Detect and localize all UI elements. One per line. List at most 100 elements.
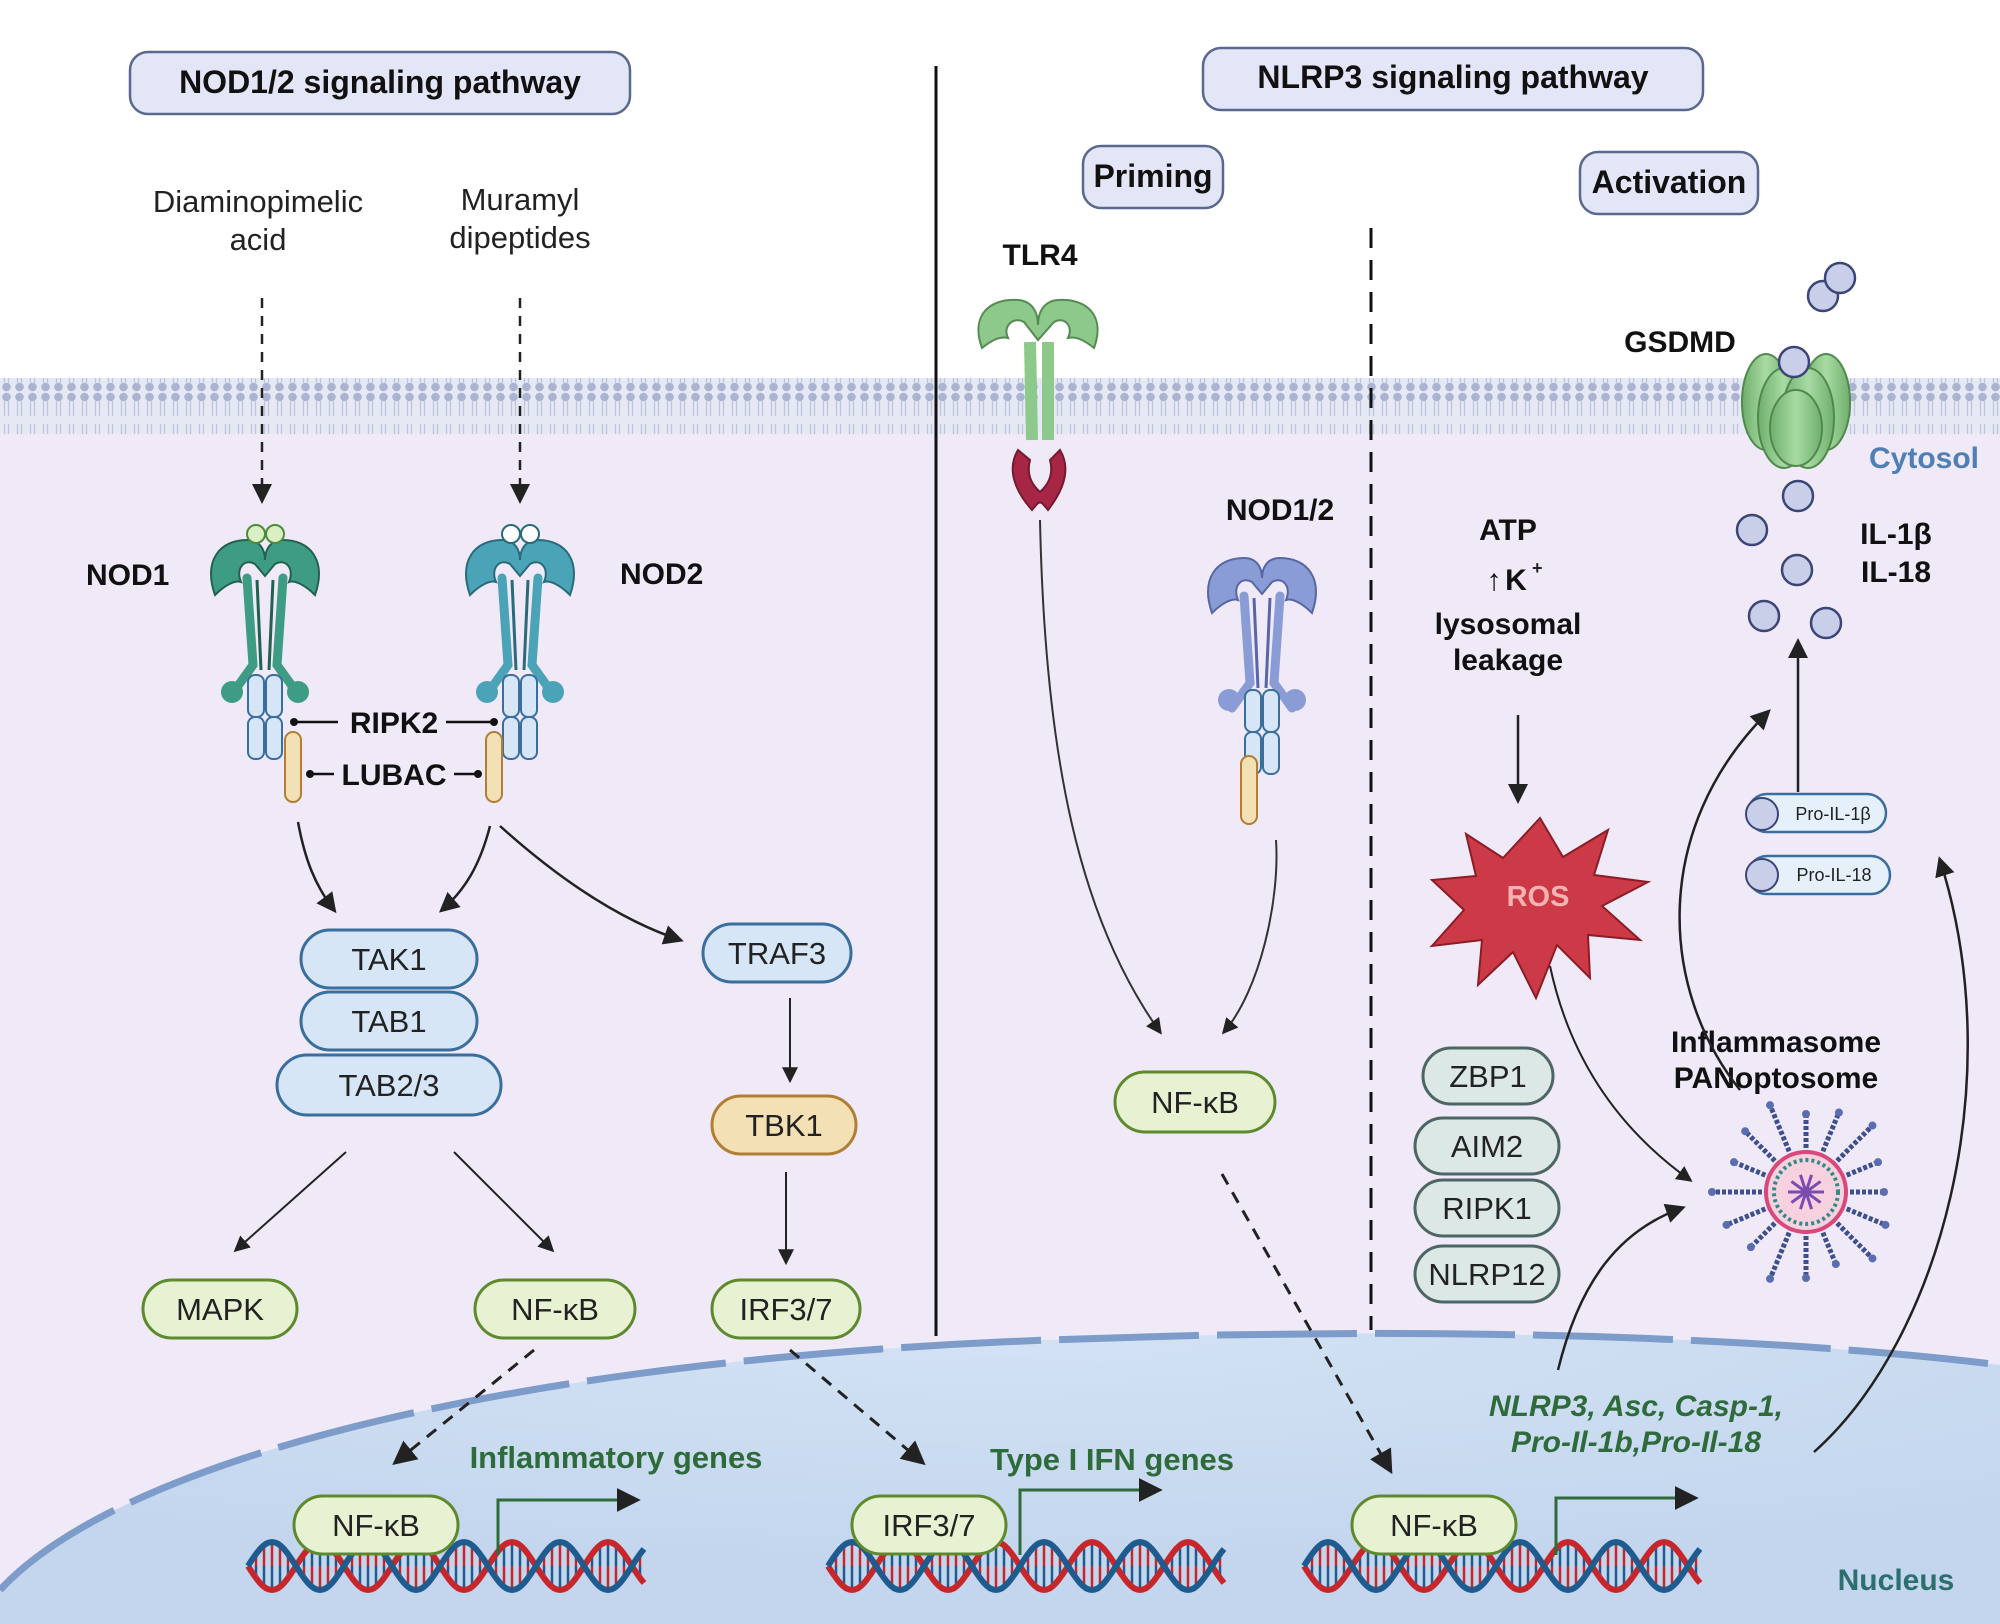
arrow-tlr4-nfkb (1039, 519, 1162, 1035)
aim2-node: AIM2 (1413, 1116, 1561, 1176)
svg-text:IRF3/7: IRF3/7 (882, 1508, 975, 1543)
arrow-tak-nfkb (453, 1151, 555, 1253)
irf37-tf-node: IRF3/7 (850, 1494, 1008, 1556)
svg-text:NF-κB: NF-κB (1151, 1085, 1239, 1120)
header-nod-pathway: NOD1/2 signaling pathway (128, 50, 632, 116)
svg-text:NLRP12: NLRP12 (1428, 1257, 1545, 1292)
tak1-node: TAK1 (299, 928, 479, 990)
tab23-node: TAB2/3 (275, 1053, 503, 1117)
svg-text:NF-κB: NF-κB (332, 1508, 420, 1543)
ros-burst: ROS (1429, 816, 1652, 1001)
svg-text:TRAF3: TRAF3 (728, 936, 826, 971)
irf37-node: IRF3/7 (710, 1278, 862, 1340)
arrow-nod2-traf3 (499, 825, 684, 945)
ligand-dap-2: acid (230, 222, 287, 257)
svg-text:NF-κB: NF-κB (1390, 1508, 1478, 1543)
svg-text:IRF3/7: IRF3/7 (739, 1292, 832, 1327)
stimulus-atp: ATP (1479, 514, 1537, 547)
nod12-label: NOD1/2 (1226, 494, 1334, 527)
arrow-nfkb-nucleus (392, 1348, 535, 1466)
nlrp3-genes-line1: NLRP3, Asc, Casp-1, (1489, 1390, 1783, 1423)
svg-text:TBK1: TBK1 (745, 1108, 823, 1143)
svg-text:↑: ↑ (1487, 564, 1502, 597)
nod2-label: NOD2 (620, 558, 703, 591)
pro-il1b-node: Pro-IL-1β (1745, 792, 1888, 834)
svg-text:AIM2: AIM2 (1451, 1129, 1523, 1164)
header-priming: Priming (1081, 144, 1225, 210)
inflammasome-icon (1708, 1101, 1890, 1283)
arrow-nod12-nfkb (1221, 839, 1278, 1035)
tlr4-receptor-icon (977, 298, 1099, 512)
header-activation: Activation (1578, 150, 1760, 216)
nfkb-mid-node: NF-κB (1113, 1070, 1277, 1134)
inflammasome-label: Inflammasome (1671, 1026, 1881, 1059)
arrow-nod1-tak1 (296, 821, 337, 914)
zbp1-node: ZBP1 (1421, 1046, 1555, 1106)
arrow-tak-mapk (233, 1151, 347, 1253)
lubac-connector (306, 770, 482, 778)
svg-text:ROS: ROS (1507, 881, 1570, 913)
svg-text:NOD1/2 signaling pathway: NOD1/2 signaling pathway (179, 64, 581, 100)
svg-text:TAB1: TAB1 (351, 1004, 426, 1039)
arrow-inflammasome-cytokines (1678, 709, 1771, 1091)
tab1-node: TAB1 (299, 990, 479, 1052)
svg-text:Priming: Priming (1093, 158, 1212, 194)
panoptosome-label: PANoptosome (1674, 1062, 1878, 1095)
header-nlrp3-pathway: NLRP3 signaling pathway (1201, 46, 1705, 112)
arrow-nfkb-mid-nucleus (1220, 1173, 1393, 1475)
type-i-ifn-genes-label: Type I IFN genes (990, 1442, 1234, 1477)
nfkb-tf-node-2: NF-κB (1350, 1494, 1518, 1556)
ligand-mdp: Muramyl (461, 182, 580, 217)
svg-text:+: + (1532, 558, 1543, 578)
pro-il18-node: Pro-IL-18 (1745, 854, 1892, 896)
il18-label: IL-18 (1861, 556, 1931, 589)
nfkb-left-node: NF-κB (473, 1278, 637, 1340)
svg-text:Activation: Activation (1592, 164, 1747, 200)
transcription-arrow-3 (1554, 1486, 1699, 1555)
plasma-membrane (0, 378, 2000, 434)
ligand-mdp-2: dipeptides (449, 220, 590, 255)
nfkb-tf-node-1: NF-κB (292, 1494, 460, 1556)
svg-text:TAB2/3: TAB2/3 (338, 1068, 439, 1103)
nod2-receptor-icon (465, 524, 575, 803)
arrow-genes-pro-il (1813, 856, 1969, 1453)
svg-text:RIPK1: RIPK1 (1442, 1191, 1532, 1226)
ripk2-connector (290, 718, 498, 726)
gsdmd-label: GSDMD (1624, 326, 1736, 359)
nod1-label: NOD1 (86, 559, 169, 592)
svg-text:NLRP3 signaling pathway: NLRP3 signaling pathway (1257, 59, 1648, 95)
inflammatory-genes-label: Inflammatory genes (470, 1440, 763, 1475)
stimulus-lysosomal: lysosomal (1435, 608, 1582, 641)
mapk-node: MAPK (141, 1278, 299, 1340)
transcription-arrow-1 (496, 1488, 641, 1555)
ligand-dap: Diaminopimelic (153, 184, 363, 219)
lubac-label: LUBAC (342, 759, 447, 792)
stimulus-k: ↑ K + (1487, 558, 1543, 597)
svg-text:NF-κB: NF-κB (511, 1292, 599, 1327)
gsdmd-pore-icon (1741, 353, 1851, 469)
arrow-nod2-tak1 (438, 825, 492, 913)
transcription-arrow-2 (1018, 1478, 1163, 1555)
nlrp12-node: NLRP12 (1413, 1244, 1561, 1304)
ripk1-node: RIPK1 (1413, 1178, 1561, 1238)
arrow-ros-inflammasome (1549, 965, 1693, 1182)
arrow-irf37-nucleus (789, 1348, 926, 1466)
cytosol-label: Cytosol (1869, 442, 1979, 475)
svg-text:K: K (1505, 564, 1527, 597)
nlrp3-genes-line2: Pro-Il-1b,Pro-Il-18 (1511, 1426, 1761, 1459)
svg-text:Pro-IL-18: Pro-IL-18 (1796, 865, 1871, 885)
svg-text:Pro-IL-1β: Pro-IL-1β (1795, 804, 1870, 824)
stimulus-leakage: leakage (1453, 644, 1563, 677)
nod12-receptor-icon (1207, 556, 1317, 825)
svg-text:TAK1: TAK1 (351, 942, 426, 977)
tlr4-label: TLR4 (1003, 239, 1078, 272)
ripk2-label: RIPK2 (350, 707, 438, 740)
arrow-genes-inflammasome (1556, 1203, 1686, 1371)
tbk1-node: TBK1 (710, 1094, 858, 1156)
traf3-node: TRAF3 (701, 922, 853, 984)
dna-helix-inflammatory (245, 1538, 647, 1594)
nucleus-label: Nucleus (1838, 1564, 1955, 1597)
svg-text:ZBP1: ZBP1 (1449, 1059, 1527, 1094)
